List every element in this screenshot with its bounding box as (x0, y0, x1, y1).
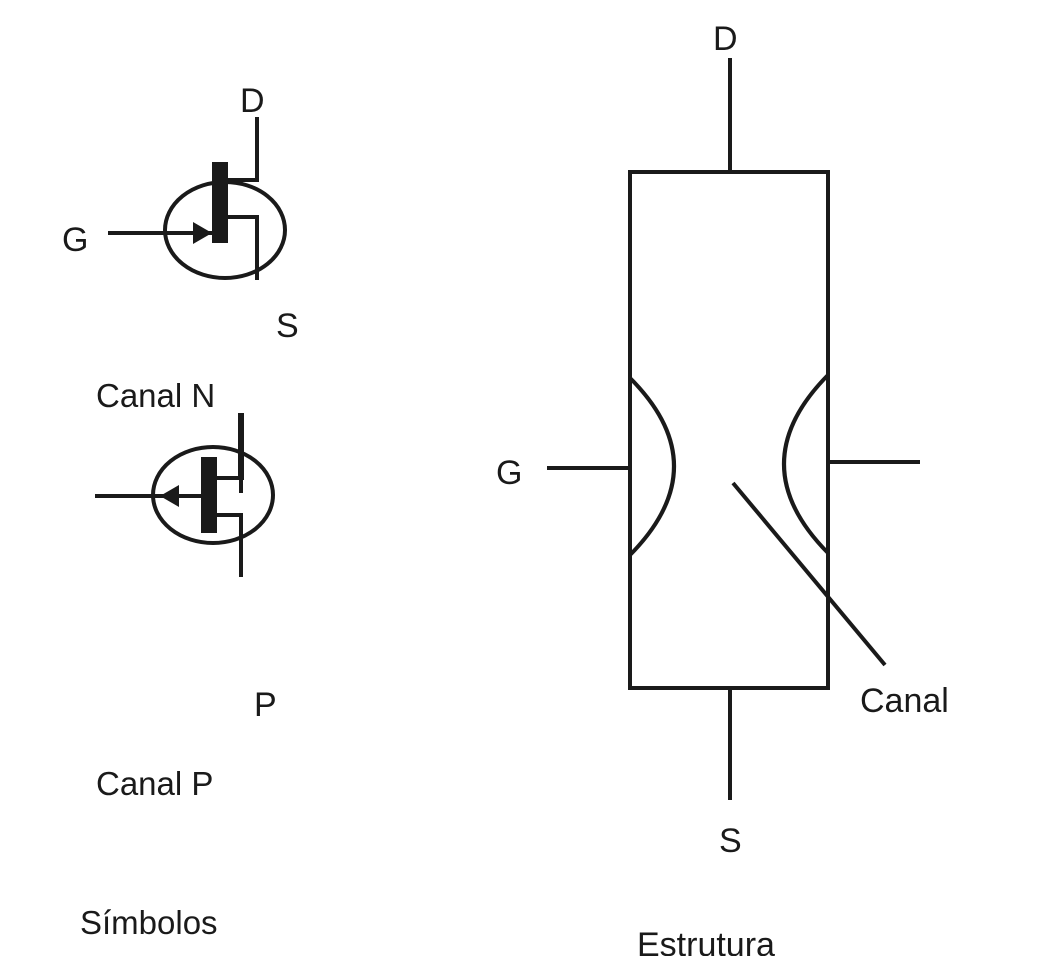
channel-label: Canal (860, 682, 949, 720)
n-channel-symbol: D G S Canal N (62, 82, 299, 414)
n-source-lead (228, 215, 259, 280)
n-channel-caption: Canal N (96, 377, 215, 414)
p-channel-caption: Canal P (96, 765, 213, 802)
p-bottom-lead (217, 513, 243, 577)
n-gate-arrow-icon (193, 222, 212, 244)
n-source-label: S (276, 307, 299, 345)
structure-title: Estrutura (637, 926, 775, 956)
p-gate-arrow-icon (160, 485, 179, 507)
p-channel-bar (201, 457, 217, 533)
n-gate-label: G (62, 221, 88, 259)
structure-source-label: S (719, 822, 742, 860)
channel-pointer (731, 481, 887, 667)
structure-gate-label: G (496, 454, 522, 492)
right-gate-region (782, 373, 830, 555)
n-drain-lead (228, 117, 259, 182)
symbols-title: Símbolos (80, 904, 218, 941)
n-drain-label: D (240, 82, 265, 120)
p-channel-symbol: P Canal P (95, 413, 277, 802)
p-drain-lead-inner (217, 476, 243, 493)
structure-body (628, 170, 830, 690)
p-pin-label: P (254, 686, 277, 724)
left-gate-region (628, 376, 676, 557)
structure-drain-label: D (713, 20, 738, 58)
n-channel-bar (212, 162, 228, 243)
jfet-structure: D G Canal S Estrutura (496, 20, 949, 956)
